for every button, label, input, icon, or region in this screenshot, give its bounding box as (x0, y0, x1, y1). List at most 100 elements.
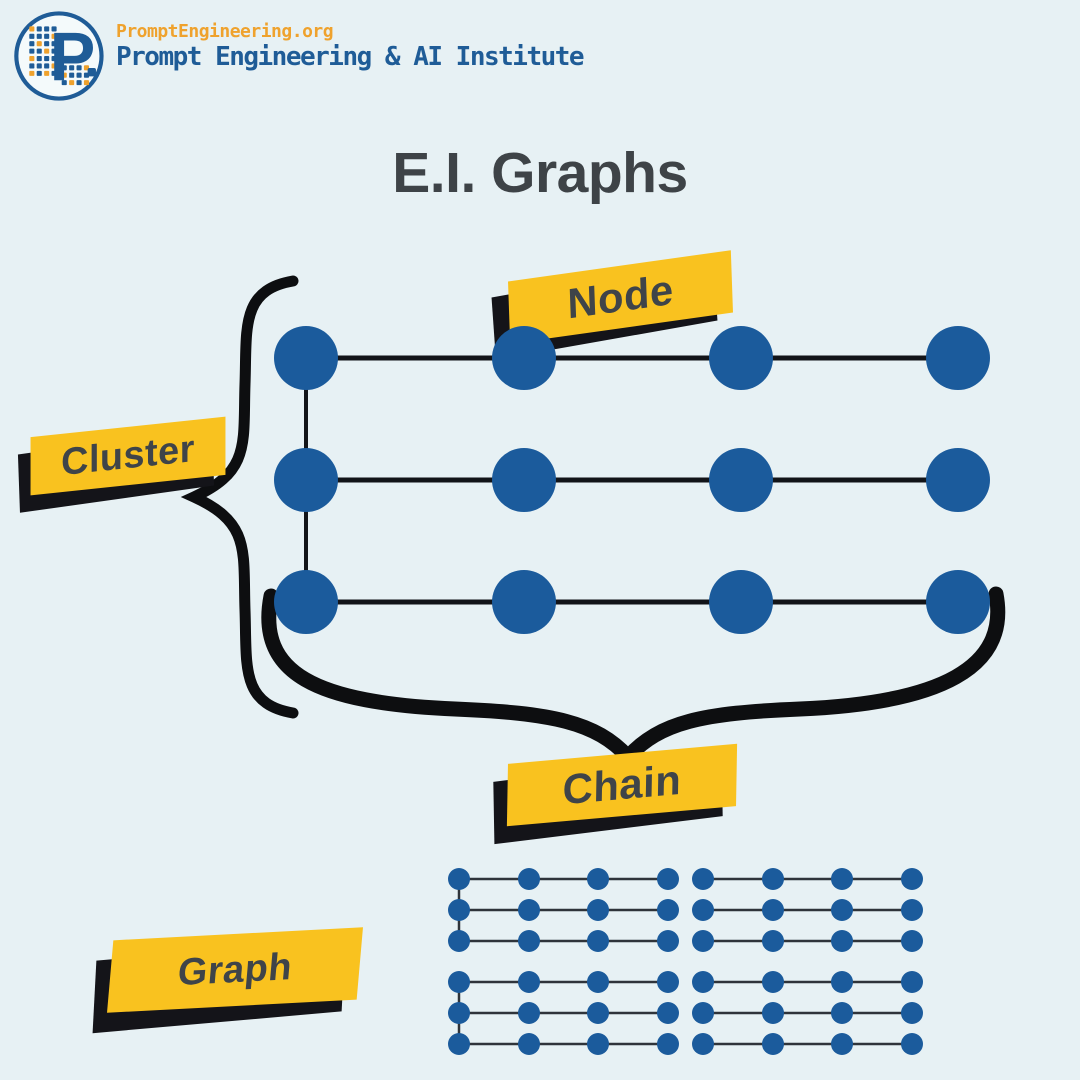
logo-dot (51, 33, 57, 39)
logo-dot (51, 48, 57, 54)
mini-node (762, 971, 784, 993)
mini-node (448, 971, 470, 993)
mini-node (901, 930, 923, 952)
logo-dot (44, 48, 50, 54)
mini-node (587, 930, 609, 952)
mini-node (518, 1002, 540, 1024)
logo-dot (36, 70, 42, 76)
mini-node (587, 971, 609, 993)
mini-node (518, 1033, 540, 1055)
logo-dot (36, 41, 42, 47)
logo-dot (29, 63, 35, 69)
mini-node (692, 971, 714, 993)
mini-node (762, 930, 784, 952)
graph-label-face: Graph (107, 927, 363, 1013)
chain-label-tag: Chain (493, 743, 738, 845)
mini-node (518, 930, 540, 952)
logo-dot (61, 57, 67, 63)
graph-node (274, 570, 338, 634)
mini-node (657, 1033, 679, 1055)
mini-node (587, 899, 609, 921)
logo-dot (76, 57, 82, 63)
mini-node (518, 868, 540, 890)
logo-dot (29, 41, 35, 47)
mini-node (587, 868, 609, 890)
logo-dot (29, 70, 35, 76)
logo-dot (51, 56, 57, 62)
logo-dot (51, 70, 57, 76)
logo-dot (69, 65, 75, 71)
logo-dot (44, 41, 50, 47)
mini-node (901, 1002, 923, 1024)
logo-dot (61, 72, 67, 78)
logo-dot (29, 56, 35, 62)
chain-label-text: Chain (562, 755, 682, 814)
mini-node (518, 899, 540, 921)
cluster-label-text: Cluster (61, 427, 195, 484)
chain-brace (261, 586, 1006, 769)
mini-node (831, 899, 853, 921)
mini-node (831, 971, 853, 993)
logo-dot (76, 65, 82, 71)
graph-node (709, 448, 773, 512)
mini-node (762, 868, 784, 890)
logo-dot (36, 63, 42, 69)
logo-dot (83, 65, 90, 71)
logo-dot (51, 26, 57, 32)
graph-label-tag: Graph (92, 927, 363, 1034)
logo-dot (29, 48, 35, 54)
logo-dot (36, 26, 42, 32)
graph-node (709, 326, 773, 390)
graph-node (926, 570, 990, 634)
logo-dot (29, 26, 35, 32)
graph-label-text: Graph (176, 945, 295, 994)
logo-dot (51, 41, 57, 47)
logo-dot (29, 33, 35, 39)
graph-node (492, 570, 556, 634)
logo-dot (83, 80, 90, 86)
header: P PromptEngineering.org Prompt Engineeri… (8, 6, 585, 106)
logo-dot (51, 63, 57, 69)
org-name: Prompt Engineering & AI Institute (116, 42, 585, 72)
mini-node (692, 930, 714, 952)
graph-node (709, 570, 773, 634)
logo-dot (44, 63, 50, 69)
graph-node (274, 448, 338, 512)
mini-node (831, 1033, 853, 1055)
logo-dot (69, 80, 75, 86)
mini-node (657, 1002, 679, 1024)
graph-node (274, 326, 338, 390)
graph-node (492, 448, 556, 512)
cluster-label-tag: Cluster (17, 416, 226, 513)
mini-node (692, 868, 714, 890)
logo-dot (44, 56, 50, 62)
logo-dot (76, 72, 82, 78)
mini-node (831, 930, 853, 952)
mini-node (657, 868, 679, 890)
org-logo-icon: P (14, 11, 104, 101)
mini-node (692, 1002, 714, 1024)
mini-node (901, 1033, 923, 1055)
logo-dot (61, 80, 67, 86)
mini-node (762, 1033, 784, 1055)
page-title: E.I. Graphs (392, 141, 688, 205)
mini-node (587, 1033, 609, 1055)
mini-node (901, 971, 923, 993)
logo-dot (36, 56, 42, 62)
mini-node (518, 971, 540, 993)
mini-node (657, 899, 679, 921)
logo-dot (61, 65, 67, 71)
mini-node (692, 1033, 714, 1055)
logo-dot (44, 70, 50, 76)
mini-node (762, 899, 784, 921)
logo-dot (69, 57, 75, 63)
mini-node (692, 899, 714, 921)
logo-dot (76, 80, 82, 86)
logo-dot (44, 33, 50, 39)
mini-node (901, 868, 923, 890)
graph-node (926, 448, 990, 512)
logo-dot (69, 72, 75, 78)
mini-node (448, 930, 470, 952)
mini-node (448, 1033, 470, 1055)
